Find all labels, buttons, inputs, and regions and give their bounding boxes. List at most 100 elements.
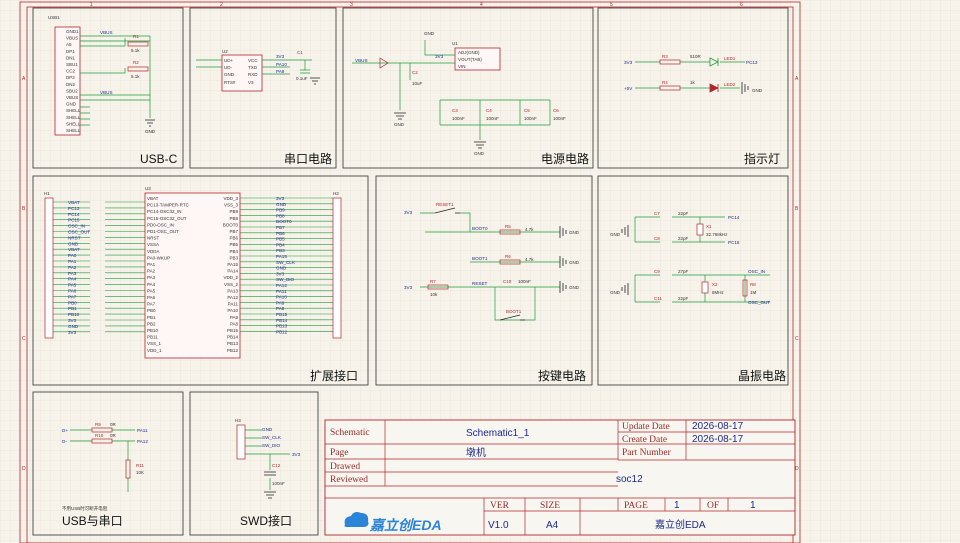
panel-title-power: 电源电路 [541, 151, 589, 166]
svg-text:VCC: VCC [248, 58, 258, 63]
pin-label: DN2 [66, 82, 75, 87]
power-3v3: 3V3 [435, 54, 444, 59]
boot-switch-icon [499, 314, 525, 321]
svg-text:H3: H3 [235, 418, 241, 423]
pin-label: PA8 [230, 321, 239, 326]
pin-label: PB8 [276, 213, 285, 218]
panel-usbc[interactable] [32, 7, 184, 169]
row-label: A [795, 76, 799, 82]
pin-label: PB6 [229, 236, 238, 241]
svg-text:PC15: PC15 [728, 240, 740, 245]
pin-label: PD0-OSC_IN [147, 222, 174, 227]
pin-label: PB10 [68, 312, 80, 317]
svg-text:PA11: PA11 [137, 428, 148, 433]
pin-label: VBAT [147, 196, 159, 201]
panel-buttons[interactable] [375, 175, 593, 386]
pin-label: PB13 [227, 341, 239, 346]
svg-text:SW_CLK: SW_CLK [262, 435, 282, 440]
mcu-right-pins: VDD_3VSS_3PB9PB8BOOT0PB7PB6PB5PB4PB3PA15… [223, 196, 239, 353]
header-h2 [332, 197, 342, 339]
led1-icon [709, 57, 719, 67]
pin-label: VDD_3 [223, 196, 238, 201]
r1-value: 5.1k [131, 48, 140, 53]
row-label: A [22, 76, 26, 82]
mcu-chip [144, 192, 241, 359]
svg-text:GND: GND [610, 232, 621, 237]
pin-label: PA13 [227, 288, 238, 293]
power-vbus: VBUS [355, 58, 368, 63]
col-label: 2 [220, 2, 223, 8]
svg-text:0R: 0R [110, 433, 117, 438]
svg-text:H1: H1 [44, 191, 50, 196]
panel-expansion[interactable] [32, 175, 369, 386]
svg-text:3V3: 3V3 [624, 60, 633, 65]
pin-label: PA12 [276, 283, 287, 288]
svg-text:R4: R4 [662, 80, 668, 85]
svg-text:PA12: PA12 [137, 439, 148, 444]
svg-text:1k: 1k [690, 80, 696, 85]
svg-text:C11: C11 [654, 296, 662, 301]
pin-label: PA15 [276, 254, 287, 259]
pin-label: PB11 [147, 335, 158, 340]
panel-title-usbc: USB-C [140, 152, 178, 166]
pin-label: PB12 [227, 348, 239, 353]
panel-serial[interactable] [189, 7, 337, 169]
svg-text:R5: R5 [505, 224, 511, 229]
panel-swd[interactable] [189, 391, 319, 536]
svg-text:R10: R10 [95, 433, 104, 438]
pin-label: VBAT [68, 200, 80, 205]
pin-label: PB15 [227, 328, 239, 333]
svg-text:0R: 0R [110, 422, 117, 427]
pin-label: PA11 [276, 289, 287, 294]
svg-text:BOOT1: BOOT1 [506, 309, 522, 314]
row-label: D [22, 466, 26, 472]
svg-text:4.7k: 4.7k [525, 257, 534, 262]
ldo-ref: U1 [452, 41, 458, 46]
usb-ref: USB1 [48, 15, 60, 20]
svg-text:RESET: RESET [472, 281, 488, 286]
svg-text:GND: GND [224, 72, 235, 77]
svg-text:PC13: PC13 [746, 60, 758, 65]
svg-text:22pF: 22pF [678, 211, 689, 216]
tb-create-value: 2026-08-17 [692, 434, 744, 445]
title-block: Schematic Schematic1_1 Page 墩机 Drawed Re… [324, 419, 796, 536]
pin-label: PB9 [276, 208, 285, 213]
pin-label: VDDA [147, 249, 160, 254]
pin-label: PA0 [68, 253, 77, 258]
tb-schematic-label: Schematic [330, 428, 370, 438]
svg-text:10K: 10K [136, 470, 144, 475]
pin-label: BOOT0 [223, 222, 239, 227]
panel-power[interactable] [342, 7, 594, 169]
svg-text:27pF: 27pF [678, 269, 689, 274]
svg-text:D-: D- [62, 439, 67, 444]
col-label: 6 [740, 2, 743, 8]
panel-indicator[interactable] [597, 7, 789, 169]
pin-label: PB14 [227, 335, 239, 340]
tb-of-label: OF [707, 501, 719, 511]
pin-label: PB3 [276, 248, 285, 253]
pin-label: 3V3 [276, 196, 285, 201]
pin-label: DP1 [66, 49, 75, 54]
panel-crystal[interactable] [597, 175, 789, 386]
pin-label: PB5 [276, 237, 285, 242]
pin-label: PA2 [68, 265, 77, 270]
tb-update-value: 2026-08-17 [692, 421, 744, 432]
c1-ref: C1 [297, 50, 303, 55]
svg-text:H2: H2 [333, 191, 339, 196]
expansion-circuit: H1 H2 U3 VBATPC13PC14PC15OSC_INOSC_OUTNR… [44, 186, 342, 359]
pin-label: SHELL [66, 115, 81, 120]
panel-usbserial[interactable] [32, 391, 184, 536]
pin-label: PA10 [227, 308, 238, 313]
pin-label: PB1 [68, 306, 77, 311]
row-label: D [795, 466, 799, 472]
row-label: B [22, 206, 26, 212]
svg-text:R3: R3 [662, 54, 668, 59]
svg-text:LED2: LED2 [724, 82, 736, 87]
svg-text:BOOT1: BOOT1 [472, 256, 488, 261]
header-h1 [44, 197, 54, 339]
pin-label: SHELL [66, 121, 81, 126]
crystal-x1 [696, 223, 704, 236]
svg-text:PC14: PC14 [728, 215, 740, 220]
svg-text:UD+: UD+ [224, 58, 233, 63]
